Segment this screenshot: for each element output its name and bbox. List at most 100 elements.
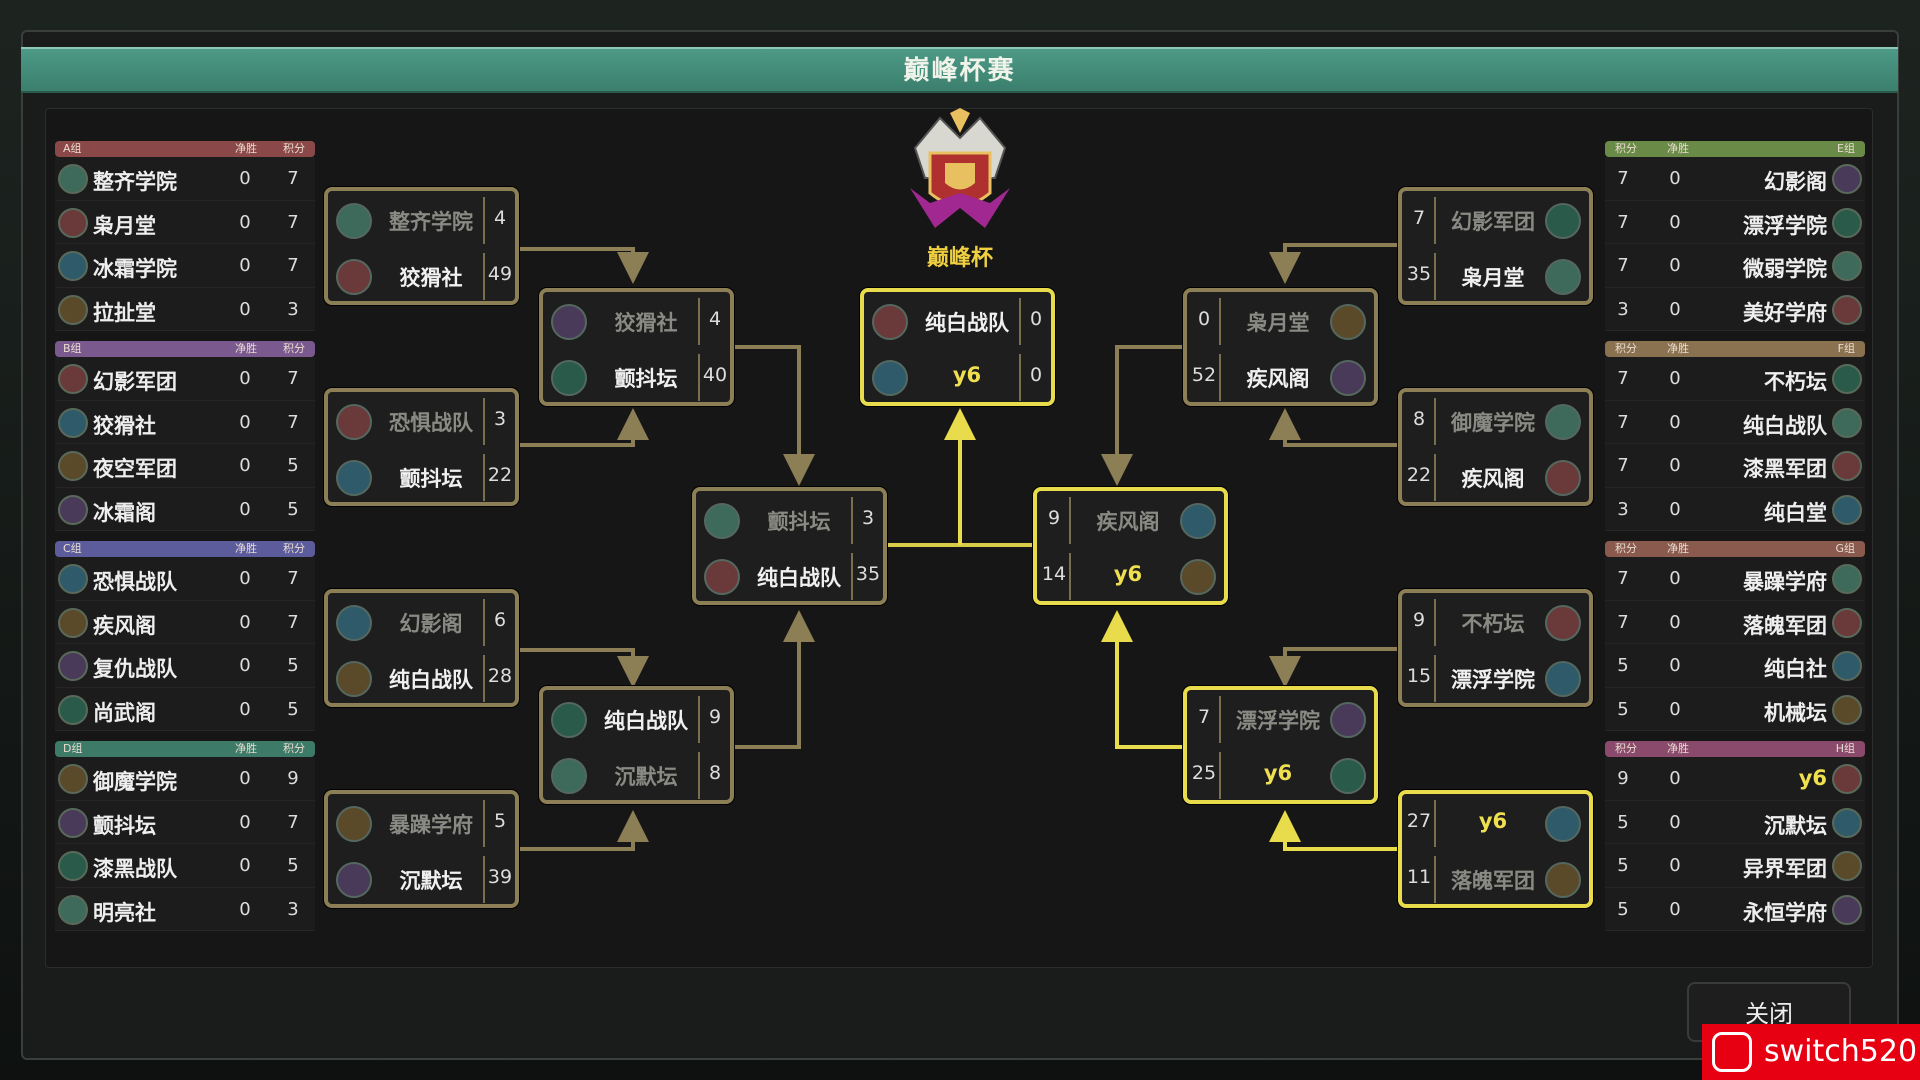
team-emblem-icon — [58, 894, 88, 925]
team-name: 枭月堂 — [93, 213, 156, 238]
net-wins: 0 — [1669, 168, 1681, 189]
points-column-header: 积分 — [283, 742, 305, 755]
points: 7 — [1617, 168, 1629, 189]
team-name: 幻影阁 — [399, 612, 463, 636]
team-score: 11 — [1406, 866, 1432, 888]
team-emblem-icon — [1330, 304, 1366, 340]
group-label: G组 — [1835, 542, 1855, 555]
points-column-header: 积分 — [1615, 542, 1637, 555]
team-name: 机械坛 — [1764, 700, 1827, 725]
team-score: 9 — [1047, 507, 1061, 529]
points: 7 — [1617, 211, 1629, 233]
points: 5 — [287, 855, 299, 876]
team-emblem-icon — [1832, 807, 1862, 838]
net-wins: 0 — [239, 768, 251, 789]
team-emblem-icon — [58, 164, 88, 194]
team-name: 美好学府 — [1743, 300, 1827, 325]
team-name: 颤抖坛 — [614, 367, 678, 391]
connector — [519, 247, 649, 284]
team-score: 8 — [708, 762, 722, 784]
score-divider — [1069, 553, 1071, 600]
points: 7 — [287, 811, 299, 833]
points: 7 — [1617, 368, 1629, 389]
group-label: F组 — [1837, 342, 1855, 355]
team-score: 25 — [1191, 762, 1217, 784]
group-label: H组 — [1835, 742, 1855, 755]
team-score: 0 — [1029, 308, 1043, 330]
team-name: 漂浮学院 — [1236, 709, 1320, 733]
team-emblem-icon — [1330, 758, 1366, 794]
team-name: 狡猾社 — [614, 311, 678, 335]
team-emblem-icon — [1832, 564, 1862, 594]
team-name: 颤抖坛 — [93, 813, 156, 838]
team-emblem-icon — [1545, 404, 1581, 440]
team-name: 整齐学院 — [389, 210, 473, 234]
connector — [1269, 810, 1398, 851]
team-name: y6 — [1478, 809, 1508, 833]
group-label: C组 — [63, 542, 82, 555]
team-name: 复仇战队 — [93, 657, 177, 681]
team-score: 7 — [1197, 706, 1211, 728]
team-score: 3 — [861, 507, 875, 529]
team-score: 40 — [702, 364, 728, 386]
score-divider — [851, 553, 853, 600]
match-team-row: 幻影阁 6 — [328, 595, 515, 650]
team-score: 6 — [493, 609, 507, 631]
team-emblem-icon — [1832, 764, 1862, 794]
team-score: 3 — [493, 408, 507, 430]
team-score: 22 — [1406, 464, 1432, 486]
team-name: 漆黑军团 — [1743, 457, 1827, 481]
team-score: 35 — [1406, 263, 1432, 285]
team-emblem-icon — [704, 559, 740, 595]
net-wins: 0 — [1669, 611, 1681, 633]
net-column-header: 净胜 — [235, 742, 257, 755]
score-divider — [851, 497, 853, 544]
net-wins: 0 — [239, 568, 251, 589]
points: 9 — [1617, 768, 1629, 789]
net-wins: 0 — [239, 168, 251, 189]
team-emblem-icon — [1832, 407, 1862, 438]
team-score: 4 — [493, 207, 507, 229]
score-divider — [483, 398, 485, 445]
net-wins: 0 — [239, 855, 251, 876]
score-divider — [1434, 655, 1436, 702]
team-emblem-icon — [58, 694, 88, 725]
team-name: 纯白战队 — [925, 311, 1009, 335]
team-emblem-icon — [1832, 851, 1862, 881]
team-name: 幻影阁 — [1764, 170, 1827, 194]
team-emblem-icon — [58, 764, 88, 794]
net-wins: 0 — [239, 655, 251, 676]
team-name: 疾风阁 — [1461, 467, 1525, 491]
team-name: 疾风阁 — [1096, 510, 1160, 534]
net-wins: 0 — [239, 498, 251, 520]
